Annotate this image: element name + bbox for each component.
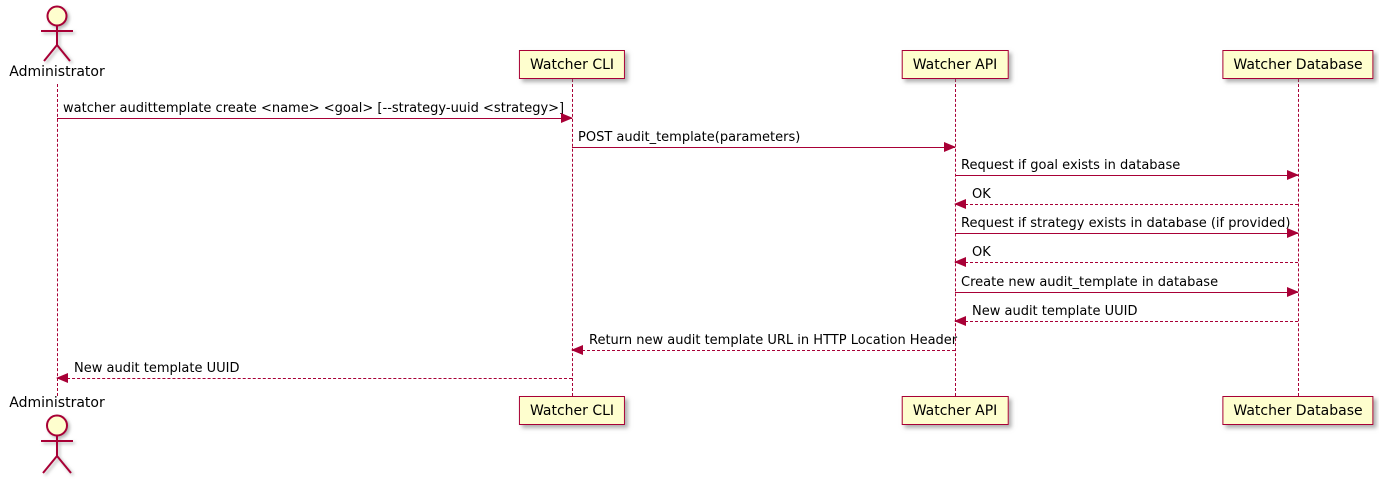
participant-watcher-cli-bottom: Watcher CLI [518, 396, 626, 425]
arrowhead-right-icon [561, 113, 573, 123]
message-return-url-location-header: Return new audit template URL in HTTP Lo… [571, 332, 958, 355]
arrowhead-right-icon [1287, 287, 1299, 297]
participant-watcher-api-top: Watcher API [901, 50, 1009, 79]
arrowhead-right-icon [1287, 170, 1299, 180]
message-post-audit-template: POST audit_template(parameters) [572, 129, 956, 152]
message-new-audit-template-uuid-admin: New audit template UUID [56, 360, 572, 383]
message-create-audittemplate: watcher audittemplate create <name> <goa… [57, 100, 573, 123]
message-ok-goal: OK [954, 186, 1298, 209]
lifeline-watcher-cli [572, 79, 573, 396]
actor-icon [41, 5, 73, 62]
arrowhead-right-icon [1287, 228, 1299, 238]
message-label: Request if strategy exists in database (… [961, 216, 1291, 231]
message-label: watcher audittemplate create <name> <goa… [63, 101, 565, 116]
arrowhead-left-icon [56, 373, 68, 383]
lifeline-administrator [57, 84, 58, 396]
lifeline-watcher-api [955, 79, 956, 396]
arrowhead-left-icon [954, 257, 966, 267]
message-request-strategy-exists: Request if strategy exists in database (… [955, 215, 1299, 238]
arrowhead-right-icon [944, 142, 956, 152]
participant-watcher-database-top: Watcher Database [1222, 50, 1374, 79]
participant-watcher-api-bottom: Watcher API [901, 396, 1009, 425]
message-label: New audit template UUID [74, 361, 240, 376]
message-ok-strategy: OK [954, 244, 1298, 267]
message-new-audit-template-uuid-db: New audit template UUID [954, 303, 1298, 326]
participant-watcher-database-bottom: Watcher Database [1222, 396, 1374, 425]
message-label: New audit template UUID [972, 304, 1138, 319]
message-label: OK [972, 245, 991, 260]
message-label: Return new audit template URL in HTTP Lo… [589, 333, 958, 348]
message-request-goal-exists: Request if goal exists in database [955, 157, 1299, 180]
message-label: Create new audit_template in database [961, 275, 1219, 290]
arrowhead-left-icon [954, 199, 966, 209]
message-label: POST audit_template(parameters) [578, 130, 801, 145]
message-label: Request if goal exists in database [961, 158, 1181, 173]
arrowhead-left-icon [954, 316, 966, 326]
actor-label-bottom: Administrator [9, 395, 105, 411]
message-label: OK [972, 187, 991, 202]
actor-label-top: Administrator [9, 64, 105, 80]
message-create-audit-template-db: Create new audit_template in database [955, 274, 1299, 297]
actor-icon [41, 414, 73, 474]
participant-watcher-cli-top: Watcher CLI [518, 50, 626, 79]
arrowhead-left-icon [571, 345, 583, 355]
